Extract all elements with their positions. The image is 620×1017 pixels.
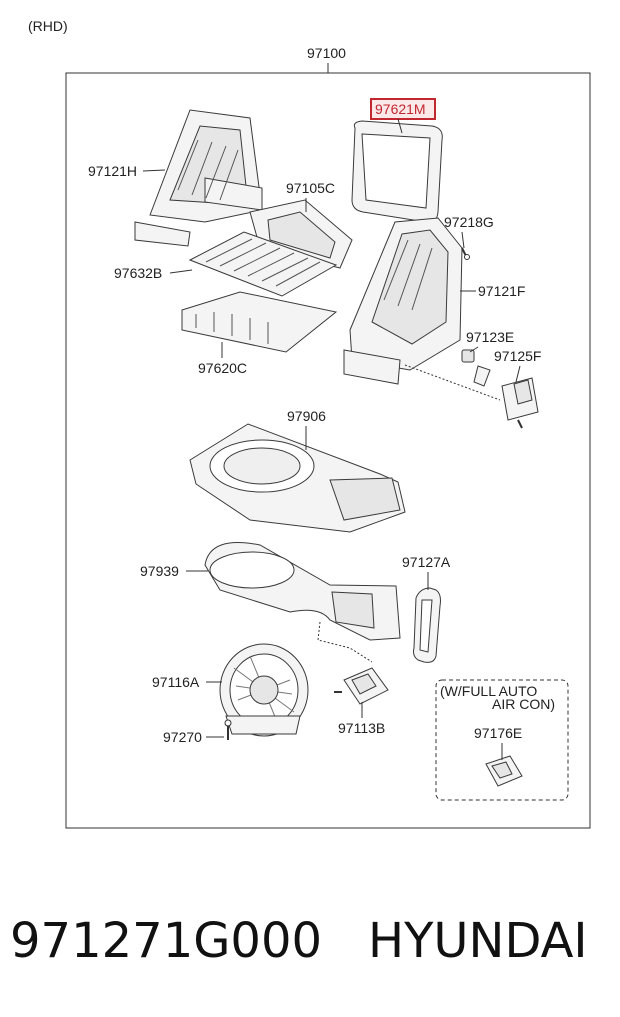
part-label-97621M[interactable]: 97621M: [375, 101, 426, 117]
wire-harness-dash: [317, 621, 373, 663]
highlight-box: [370, 98, 436, 120]
part-97121F-drawing[interactable]: [343, 217, 463, 385]
leader-97125F: [515, 365, 521, 383]
assembly-number: 97100: [307, 45, 346, 61]
part-97218G-drawing[interactable]: [461, 247, 470, 260]
footer-part-number: 971271G000: [10, 913, 322, 969]
part-label-97620C[interactable]: 97620C: [198, 360, 247, 376]
part-97620C-drawing[interactable]: [181, 291, 338, 353]
leader-97621M: [397, 118, 403, 134]
assembly-frame: [65, 72, 591, 829]
part-label-97218G[interactable]: 97218G: [444, 214, 494, 230]
part-label-97116A[interactable]: 97116A: [152, 674, 200, 690]
part-label-97632B[interactable]: 97632B: [114, 265, 162, 281]
part-label-97270[interactable]: 97270: [163, 729, 202, 745]
part-97270-drawing[interactable]: [224, 719, 232, 740]
part-label-97125F[interactable]: 97125F: [494, 348, 541, 364]
part-label-97113B[interactable]: 97113B: [338, 720, 385, 736]
part-label-97123E[interactable]: 97123E: [466, 329, 514, 345]
part-97113B-drawing[interactable]: [334, 667, 389, 705]
part-label-97105C[interactable]: 97105C: [286, 180, 335, 196]
leader-97123E: [469, 346, 479, 353]
part-97127A-drawing[interactable]: [413, 587, 441, 663]
part-label-97176E[interactable]: 97176E: [474, 725, 522, 741]
option-box: [435, 679, 569, 801]
part-97125F-drawing[interactable]: [501, 377, 539, 429]
leader-97632B: [169, 269, 193, 274]
part-label-97121F[interactable]: 97121F: [478, 283, 525, 299]
part-97116A-drawing[interactable]: [219, 643, 309, 737]
option-box-line1: (W/FULL AUTO: [440, 683, 537, 699]
part-label-97127A[interactable]: 97127A: [402, 554, 451, 570]
option-box-line2: AIR CON): [492, 696, 555, 712]
leader-97218G: [461, 231, 465, 249]
variant-label: (RHD): [28, 18, 68, 34]
part-97632B-drawing[interactable]: [188, 231, 338, 297]
part-97906-drawing[interactable]: [189, 423, 406, 533]
part-label-97906[interactable]: 97906: [287, 408, 326, 424]
part-97621M-drawing[interactable]: [351, 120, 443, 223]
part-97123E-drawing[interactable]: [461, 349, 491, 387]
part-label-97939[interactable]: 97939: [140, 563, 179, 579]
part-97121H-drawing[interactable]: [134, 109, 263, 247]
leader-97125F-dash: [404, 364, 501, 401]
leader-97121H: [142, 169, 166, 172]
part-97176E-drawing[interactable]: [485, 755, 523, 787]
footer-brand: HYUNDAI: [368, 913, 588, 969]
part-97939-drawing[interactable]: [204, 542, 401, 641]
part-label-97121H[interactable]: 97121H: [88, 163, 137, 179]
